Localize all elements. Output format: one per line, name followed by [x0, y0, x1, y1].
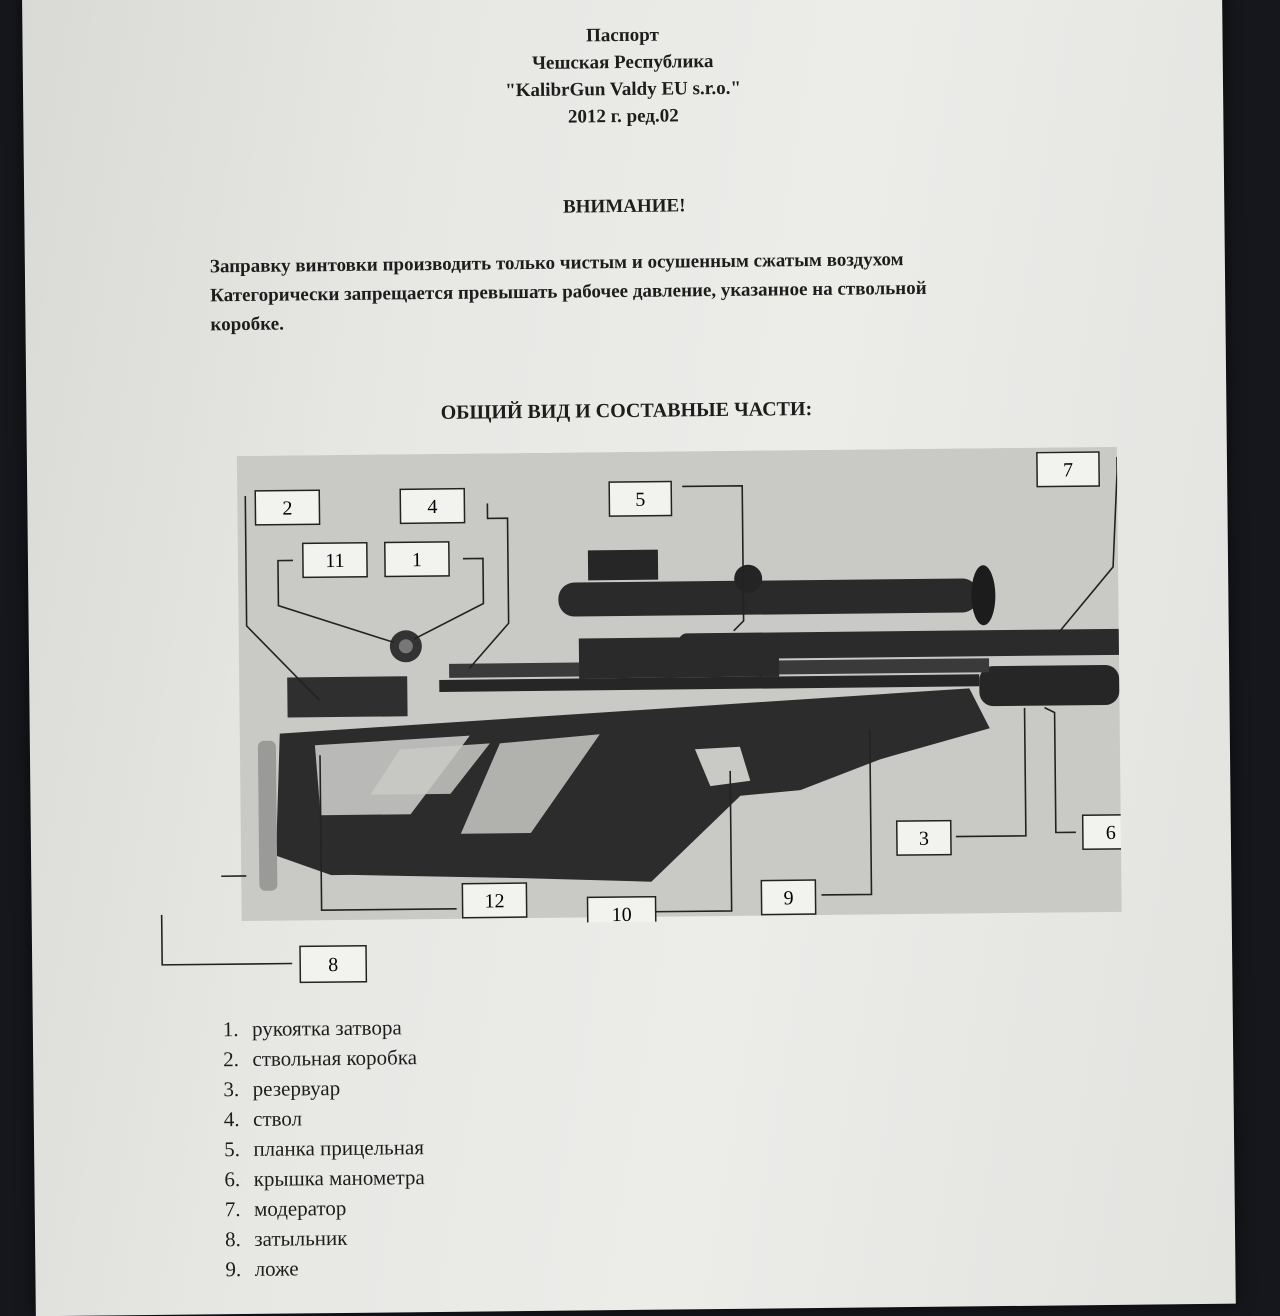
callout-12-label: 12 — [484, 890, 504, 912]
callout-9: 9 — [760, 879, 817, 916]
section-title: ОБЩИЙ ВИД И СОСТАВНЫЕ ЧАСТИ: — [440, 398, 813, 424]
list-item-number: 6. — [224, 1167, 241, 1192]
list-item-label: рукоятка затвора — [251, 1015, 402, 1041]
list-item-number: 8. — [224, 1227, 241, 1252]
list-item: 4. ствол — [224, 1102, 425, 1134]
callout-12: 12 — [461, 882, 528, 919]
callout-1: 1 — [384, 541, 450, 578]
list-item-label: модератор — [253, 1195, 347, 1221]
callout-1-label: 1 — [412, 549, 422, 571]
list-item-number: 7. — [224, 1197, 241, 1222]
rifle-diagram: 2 4 11 1 5 7 3 6 — [216, 446, 1122, 927]
list-item-label: резервуар — [252, 1076, 341, 1101]
list-item-label: ствольная коробка — [252, 1045, 418, 1071]
list-item-number: 3. — [223, 1077, 240, 1102]
callout-4: 4 — [399, 487, 466, 525]
callout-11-label: 11 — [325, 550, 344, 572]
list-item-number: 4. — [223, 1107, 240, 1132]
callout-2-label: 2 — [282, 497, 292, 519]
callout-4-label: 4 — [427, 496, 437, 518]
callout-9-label: 9 — [783, 887, 793, 909]
callout-8-label: 8 — [328, 954, 338, 976]
list-item-label: крышка манометра — [253, 1165, 425, 1191]
callout-lines — [216, 456, 1118, 927]
list-item: 7. модератор — [225, 1192, 426, 1224]
list-item: 1. рукоятка затвора — [223, 1012, 424, 1044]
list-item-label: планка прицельная — [253, 1135, 425, 1161]
callout-6-label: 6 — [1106, 822, 1116, 844]
list-item: 6. крышка манометра — [224, 1162, 425, 1194]
callout-7-label: 7 — [1063, 459, 1073, 481]
list-item-label: ложе — [254, 1256, 299, 1281]
list-item: 8. затыльник — [225, 1222, 426, 1254]
warning-text: Заправку винтовки производить только чис… — [210, 243, 1091, 339]
callout-5: 5 — [608, 480, 673, 517]
callout-6: 6 — [1081, 813, 1122, 850]
callout-3: 3 — [895, 819, 952, 856]
document-header: Паспорт Чешская Республика "KalibrGun Va… — [22, 16, 1223, 137]
callout-7: 7 — [1036, 451, 1100, 488]
list-item: 2. ствольная коробка — [223, 1042, 424, 1074]
list-item: 3. резервуар — [223, 1072, 424, 1104]
list-item-number: 5. — [223, 1137, 240, 1162]
list-item: 5. планка прицельная — [224, 1132, 425, 1164]
document-page: Паспорт Чешская Республика "KalibrGun Va… — [22, 0, 1236, 1316]
list-item-number: 1. — [222, 1017, 239, 1042]
attention-heading: ВНИМАНИЕ! — [562, 195, 686, 218]
callout-8: 8 — [299, 944, 368, 984]
rifle-image — [257, 549, 1122, 891]
list-item-number: 2. — [223, 1047, 240, 1072]
callout-8-group: 8 — [160, 912, 368, 984]
callout-10-label: 10 — [612, 904, 632, 926]
callout-2: 2 — [254, 489, 321, 526]
callout-3-label: 3 — [919, 828, 929, 850]
callout-11: 11 — [302, 541, 368, 579]
list-item: 9. ложе — [225, 1252, 426, 1284]
callout-5-label: 5 — [635, 489, 645, 511]
parts-list: 1. рукоятка затвора 2. ствольная коробка… — [223, 1012, 426, 1284]
list-item-label: ствол — [252, 1106, 303, 1131]
list-item-label: затыльник — [254, 1225, 348, 1251]
callout-10: 10 — [586, 895, 657, 927]
